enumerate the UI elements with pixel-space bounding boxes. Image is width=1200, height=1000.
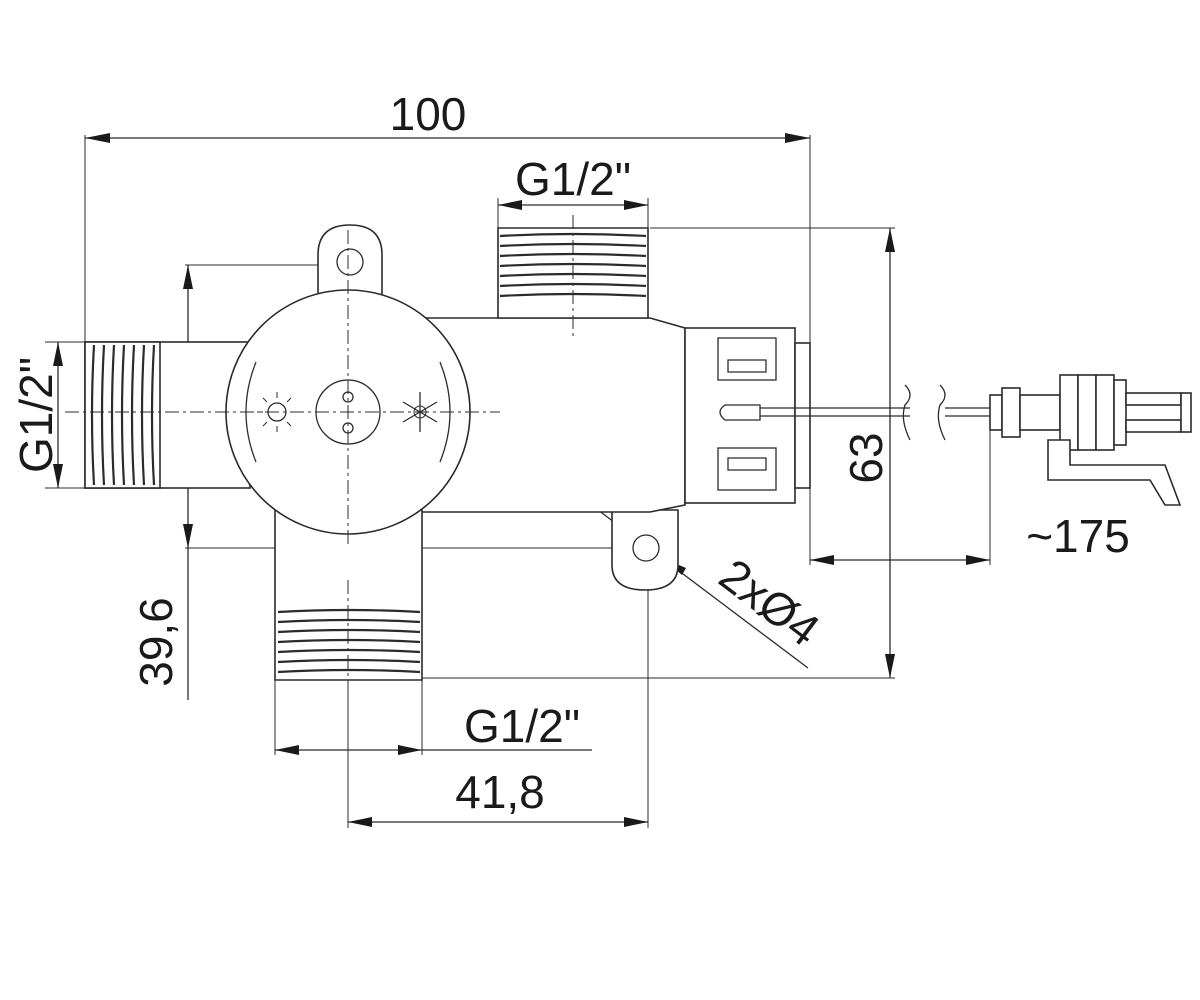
dimension-label-63: 63 — [840, 432, 892, 483]
dimension-label-top-thread: G1/2" — [515, 153, 631, 205]
center-lines — [65, 215, 574, 700]
dimension-39-6: 39,6 — [130, 264, 645, 700]
dimension-100: 100 — [84, 88, 811, 565]
dimension-label-39-6: 39,6 — [130, 597, 182, 687]
dimension-63: 63 — [420, 227, 895, 679]
dimension-175: ~175 — [810, 420, 1130, 565]
sensor-plug — [989, 374, 1192, 506]
dimension-label-41-8: 41,8 — [455, 766, 545, 818]
dimension-label-100: 100 — [390, 88, 467, 140]
valve-body — [84, 224, 811, 681]
dimension-label-left-thread: G1/2" — [10, 357, 62, 473]
left-thread-lines — [90, 344, 156, 486]
dimension-label-175: ~175 — [1026, 510, 1130, 562]
dimension-top-thread: G1/2" — [497, 153, 649, 228]
cable — [760, 384, 990, 441]
dimension-bottom-thread: G1/2" — [274, 680, 592, 755]
dimension-left-thread: G1/2" — [10, 341, 95, 489]
bottom-thread-lines — [277, 608, 421, 674]
dimension-label-bottom-thread: G1/2" — [464, 700, 580, 752]
